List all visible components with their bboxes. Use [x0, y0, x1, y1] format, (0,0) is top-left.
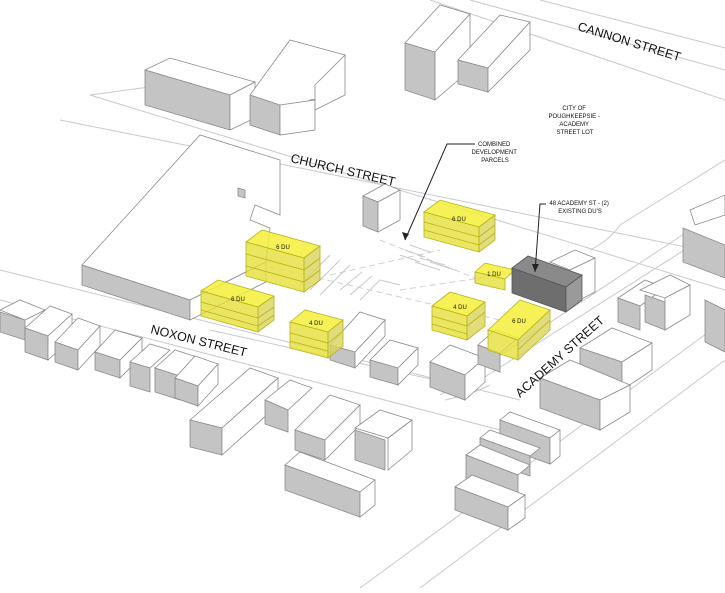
du-label: 6 DU: [512, 319, 526, 325]
annotation-city-lot: CITY OF POUGHKEEPSIE - ACADEMY STREET LO…: [548, 106, 601, 136]
du-label: 1 DU: [487, 272, 501, 278]
existing-building-48-academy[interactable]: [511, 255, 583, 313]
du-label: 4 DU: [309, 321, 323, 327]
proposed-buildings: 6 DU 6 DU 4 DU 6 DU: [200, 199, 551, 361]
proposed-building-academy-corner[interactable]: 6 DU: [487, 299, 551, 361]
annotation-combined-parcels: COMBINED DEVELOPMENT PARCELS: [472, 142, 519, 164]
du-label: 4 DU: [453, 305, 467, 311]
du-label: 6 DU: [452, 217, 466, 223]
proposed-building-academy-small[interactable]: 1 DU: [474, 262, 516, 291]
proposed-building-noxon-center[interactable]: 4 DU: [289, 309, 344, 359]
proposed-building-church-east[interactable]: 6 DU: [423, 199, 496, 253]
du-label: 6 DU: [231, 297, 245, 303]
leader-lines: [402, 143, 546, 273]
du-label: 6 DU: [276, 245, 290, 251]
proposed-building-academy-center[interactable]: 4 DU: [431, 291, 486, 341]
street-label-church: CHURCH STREET: [289, 151, 397, 189]
proposed-building-noxon-west[interactable]: 6 DU: [200, 279, 275, 333]
street-label-cannon: CANNON STREET: [576, 19, 683, 64]
annotation-existing-dus: 48 ACADEMY ST - (2) EXISTING DU'S: [549, 201, 610, 215]
proposed-building-church-west[interactable]: 6 DU: [245, 229, 321, 293]
